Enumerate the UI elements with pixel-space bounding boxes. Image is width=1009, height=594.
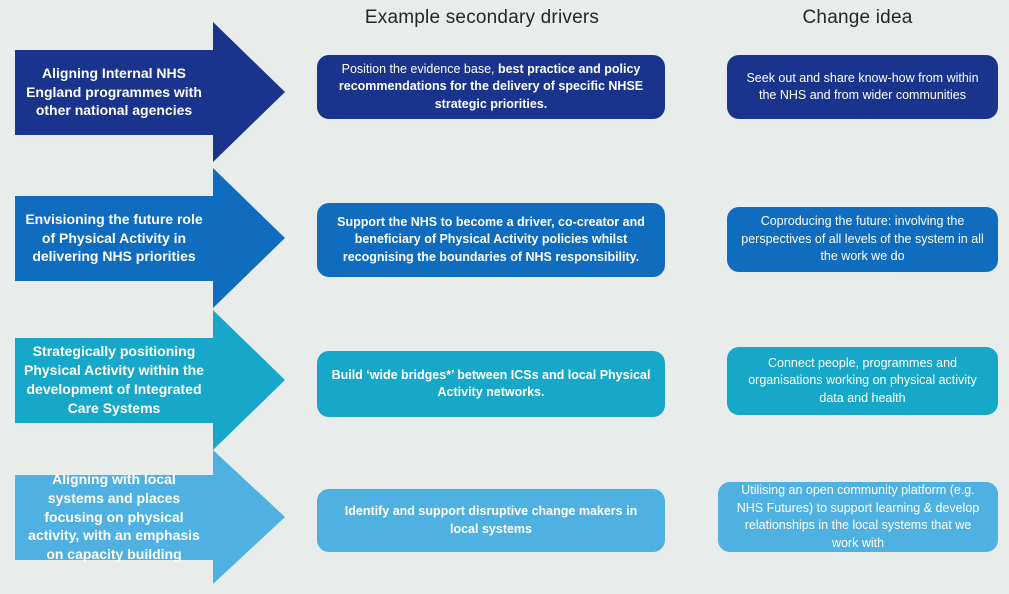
change-idea-box: Connect people, programmes and organisat… bbox=[727, 347, 998, 415]
secondary-driver-box: Position the evidence base, best practic… bbox=[317, 55, 665, 119]
driver-arrow-label: Envisioning the future role of Physical … bbox=[15, 195, 213, 281]
driver-arrow: Strategically positioning Physical Activ… bbox=[15, 310, 285, 450]
arrow-head-icon bbox=[213, 168, 285, 308]
secondary-driver-text-bold: Support the NHS to become a driver, co-c… bbox=[337, 214, 645, 264]
column-header-secondary-drivers: Example secondary drivers bbox=[364, 7, 600, 28]
secondary-driver-text-plain: Position the evidence base, bbox=[341, 61, 498, 76]
change-idea-box: Coproducing the future: involving the pe… bbox=[727, 207, 998, 272]
driver-arrow: Envisioning the future role of Physical … bbox=[15, 168, 285, 308]
driver-arrow: Aligning Internal NHS England programmes… bbox=[15, 22, 285, 162]
secondary-driver-text: Build ‘wide bridges*’ between ICSs and l… bbox=[331, 367, 651, 402]
secondary-driver-box: Identify and support disruptive change m… bbox=[317, 489, 665, 552]
driver-arrow-label: Aligning Internal NHS England programmes… bbox=[15, 49, 213, 135]
secondary-driver-text-bold: Build ‘wide bridges*’ between ICSs and l… bbox=[331, 367, 651, 400]
secondary-driver-text-bold: best practice and policy recommendations… bbox=[338, 61, 644, 111]
change-idea-text: Connect people, programmes and organisat… bbox=[748, 355, 977, 405]
change-idea-text: Utilising an open community platform (e.… bbox=[736, 483, 980, 550]
column-header-change-idea: Change idea bbox=[802, 7, 913, 28]
secondary-driver-text: Position the evidence base, best practic… bbox=[331, 61, 651, 114]
driver-arrow-label: Strategically positioning Physical Activ… bbox=[15, 337, 213, 423]
change-idea-text: Coproducing the future: involving the pe… bbox=[741, 214, 984, 264]
driver-arrow: Aligning with local systems and places f… bbox=[15, 450, 285, 584]
change-idea-text: Seek out and share know-how from within … bbox=[746, 70, 979, 103]
secondary-driver-box: Build ‘wide bridges*’ between ICSs and l… bbox=[317, 351, 665, 417]
secondary-driver-box: Support the NHS to become a driver, co-c… bbox=[317, 203, 665, 277]
arrow-head-icon bbox=[213, 450, 285, 584]
secondary-driver-text: Identify and support disruptive change m… bbox=[331, 503, 651, 538]
secondary-driver-text-bold: Identify and support disruptive change m… bbox=[344, 504, 638, 536]
change-idea-box: Seek out and share know-how from within … bbox=[727, 55, 998, 119]
change-idea-box: Utilising an open community platform (e.… bbox=[718, 482, 998, 552]
driver-arrow-label: Aligning with local systems and places f… bbox=[15, 471, 213, 562]
arrow-head-icon bbox=[213, 22, 285, 162]
secondary-driver-text: Support the NHS to become a driver, co-c… bbox=[331, 214, 651, 267]
arrow-head-icon bbox=[213, 310, 285, 450]
